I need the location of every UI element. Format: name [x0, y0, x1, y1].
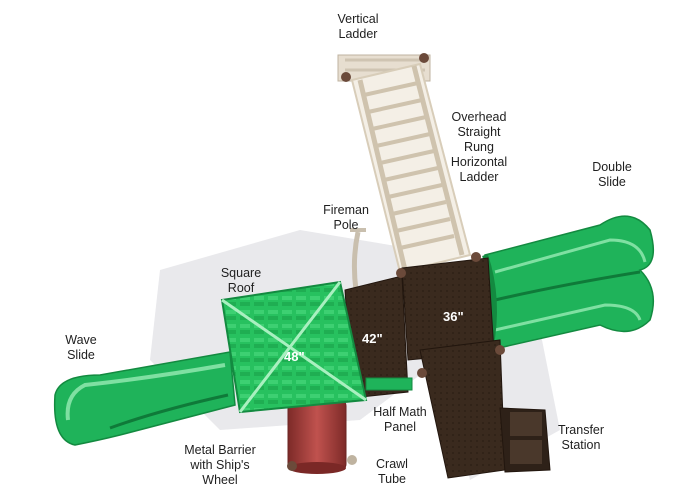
crawl-tube — [287, 399, 357, 474]
deck-posts — [396, 252, 505, 378]
label-crawl-tube: Crawl Tube — [376, 457, 408, 486]
overhead-ladder — [350, 62, 472, 274]
label-transfer-station: Transfer Station — [557, 423, 605, 452]
label-overhead-ladder: Overhead Straight Rung Horizontal Ladder — [450, 110, 508, 184]
fireman-pole — [350, 228, 366, 291]
label-metal-barrier: Metal Barrier with Ship's Wheel — [184, 443, 256, 487]
deck-height-right: 36" — [443, 309, 464, 324]
decks — [344, 257, 551, 479]
square-roof — [220, 280, 368, 414]
deck-height-middle: 42" — [362, 331, 383, 346]
deck-height-roof: 48" — [284, 349, 305, 364]
double-slide — [482, 215, 655, 351]
label-fireman-pole: Fireman Pole — [323, 203, 369, 232]
wave-slide — [53, 351, 236, 446]
label-vertical-ladder: Vertical Ladder — [337, 12, 379, 41]
label-double-slide: Double Slide — [592, 160, 632, 189]
label-square-roof: Square Roof — [220, 266, 262, 295]
label-half-math-panel: Half Math Panel — [373, 405, 427, 434]
label-wave-slide: Wave Slide — [65, 333, 97, 362]
